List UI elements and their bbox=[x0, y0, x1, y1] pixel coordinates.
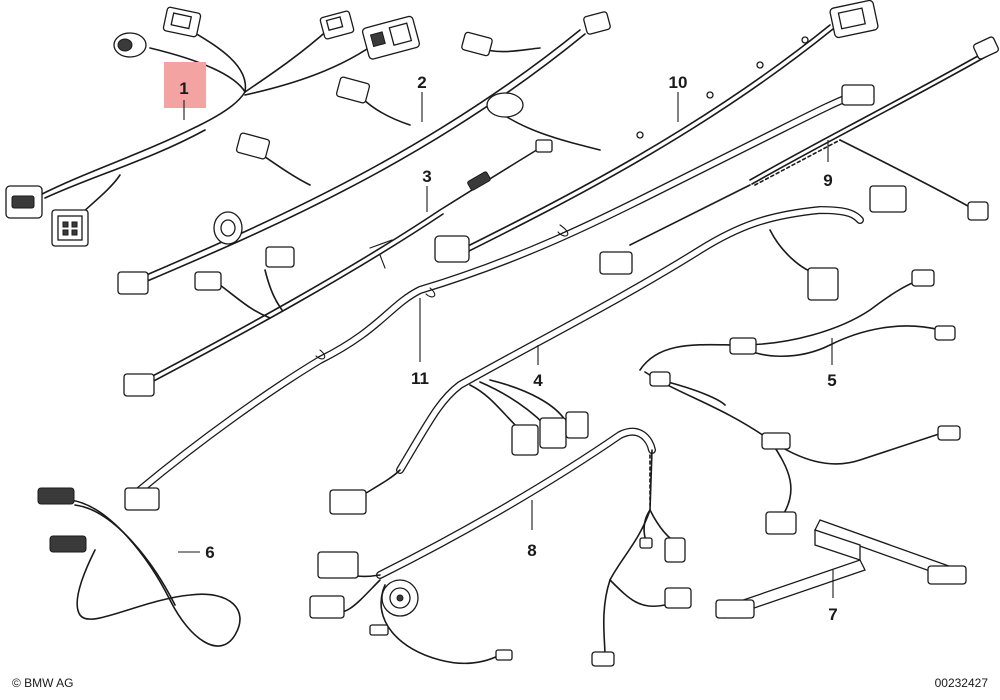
harness-2 bbox=[117, 11, 611, 295]
connector-6b bbox=[49, 535, 87, 553]
connector-7b bbox=[927, 565, 967, 585]
harness-6 bbox=[37, 487, 241, 647]
connector-8d bbox=[664, 587, 692, 609]
harness-11 bbox=[124, 84, 875, 511]
callout-11: 11 bbox=[411, 369, 429, 388]
connector-8c bbox=[664, 537, 686, 563]
connector-11a bbox=[124, 487, 160, 511]
connector-7a bbox=[715, 599, 755, 619]
connector-1c bbox=[319, 10, 355, 40]
connector-2b bbox=[235, 132, 271, 160]
connector-8b bbox=[309, 595, 345, 619]
connector-5f bbox=[765, 511, 797, 535]
connector-10c bbox=[486, 92, 524, 118]
callout-1: 1 bbox=[179, 79, 188, 98]
connector-9c bbox=[599, 251, 633, 275]
connector-2c bbox=[335, 76, 371, 104]
connector-8f bbox=[639, 537, 653, 549]
connector-1f bbox=[51, 209, 89, 247]
callout-4: 4 bbox=[533, 371, 543, 390]
harness-10 bbox=[434, 0, 879, 263]
connector-3b bbox=[194, 271, 222, 291]
round-connector-8 bbox=[381, 579, 419, 617]
connector-4c bbox=[539, 417, 567, 449]
connector-1a bbox=[113, 32, 147, 58]
connector-8a bbox=[317, 551, 359, 579]
copyright-label: © BMW AG bbox=[12, 676, 74, 690]
drawing-number: 00232427 bbox=[934, 676, 988, 690]
connector-5c bbox=[934, 325, 956, 341]
connector-3d bbox=[535, 139, 553, 153]
callout-5: 5 bbox=[827, 371, 836, 390]
connector-4e bbox=[807, 267, 839, 301]
connector-8e bbox=[591, 651, 615, 667]
callout-9: 9 bbox=[823, 171, 832, 190]
harness-9 bbox=[599, 36, 1000, 275]
corrugated-sleeve-9 bbox=[754, 139, 841, 186]
connector-1e bbox=[5, 185, 43, 219]
connector-3c bbox=[265, 246, 295, 268]
harness-7 bbox=[715, 519, 967, 619]
connector-10b bbox=[829, 0, 879, 39]
callout-10: 10 bbox=[669, 73, 688, 92]
connector-9d bbox=[869, 185, 907, 213]
connector-5g bbox=[649, 371, 671, 387]
connector-9b bbox=[967, 201, 989, 221]
connector-5d bbox=[937, 425, 961, 441]
callout-6: 6 bbox=[205, 543, 214, 562]
harness-5 bbox=[639, 269, 961, 535]
callout-2: 2 bbox=[417, 73, 426, 92]
connector-11b bbox=[841, 84, 875, 106]
harness-3 bbox=[123, 139, 553, 397]
harness-1 bbox=[5, 6, 420, 247]
connector-2d bbox=[461, 31, 493, 57]
harness-4 bbox=[329, 206, 864, 515]
harness-8 bbox=[309, 427, 692, 667]
connector-4a bbox=[329, 489, 367, 515]
connector-1d bbox=[361, 15, 420, 60]
connector-6a bbox=[37, 487, 75, 505]
callout-1-highlight bbox=[164, 62, 206, 108]
connector-4b bbox=[511, 424, 539, 456]
callout-8: 8 bbox=[527, 541, 536, 560]
connector-10a bbox=[434, 235, 470, 263]
connector-5b bbox=[911, 269, 935, 287]
connector-5a bbox=[729, 337, 757, 355]
connector-9a bbox=[972, 36, 1000, 60]
grommet-2 bbox=[213, 211, 243, 245]
connector-1b bbox=[162, 6, 202, 38]
callout-3: 3 bbox=[422, 167, 431, 186]
connector-8h bbox=[495, 649, 513, 661]
connector-5e bbox=[761, 432, 791, 450]
connector-2e bbox=[583, 11, 611, 35]
connector-8g bbox=[369, 624, 389, 636]
connector-3a bbox=[123, 373, 155, 397]
connector-2a bbox=[117, 271, 149, 295]
callout-7: 7 bbox=[828, 605, 837, 624]
connector-4d bbox=[565, 411, 589, 439]
